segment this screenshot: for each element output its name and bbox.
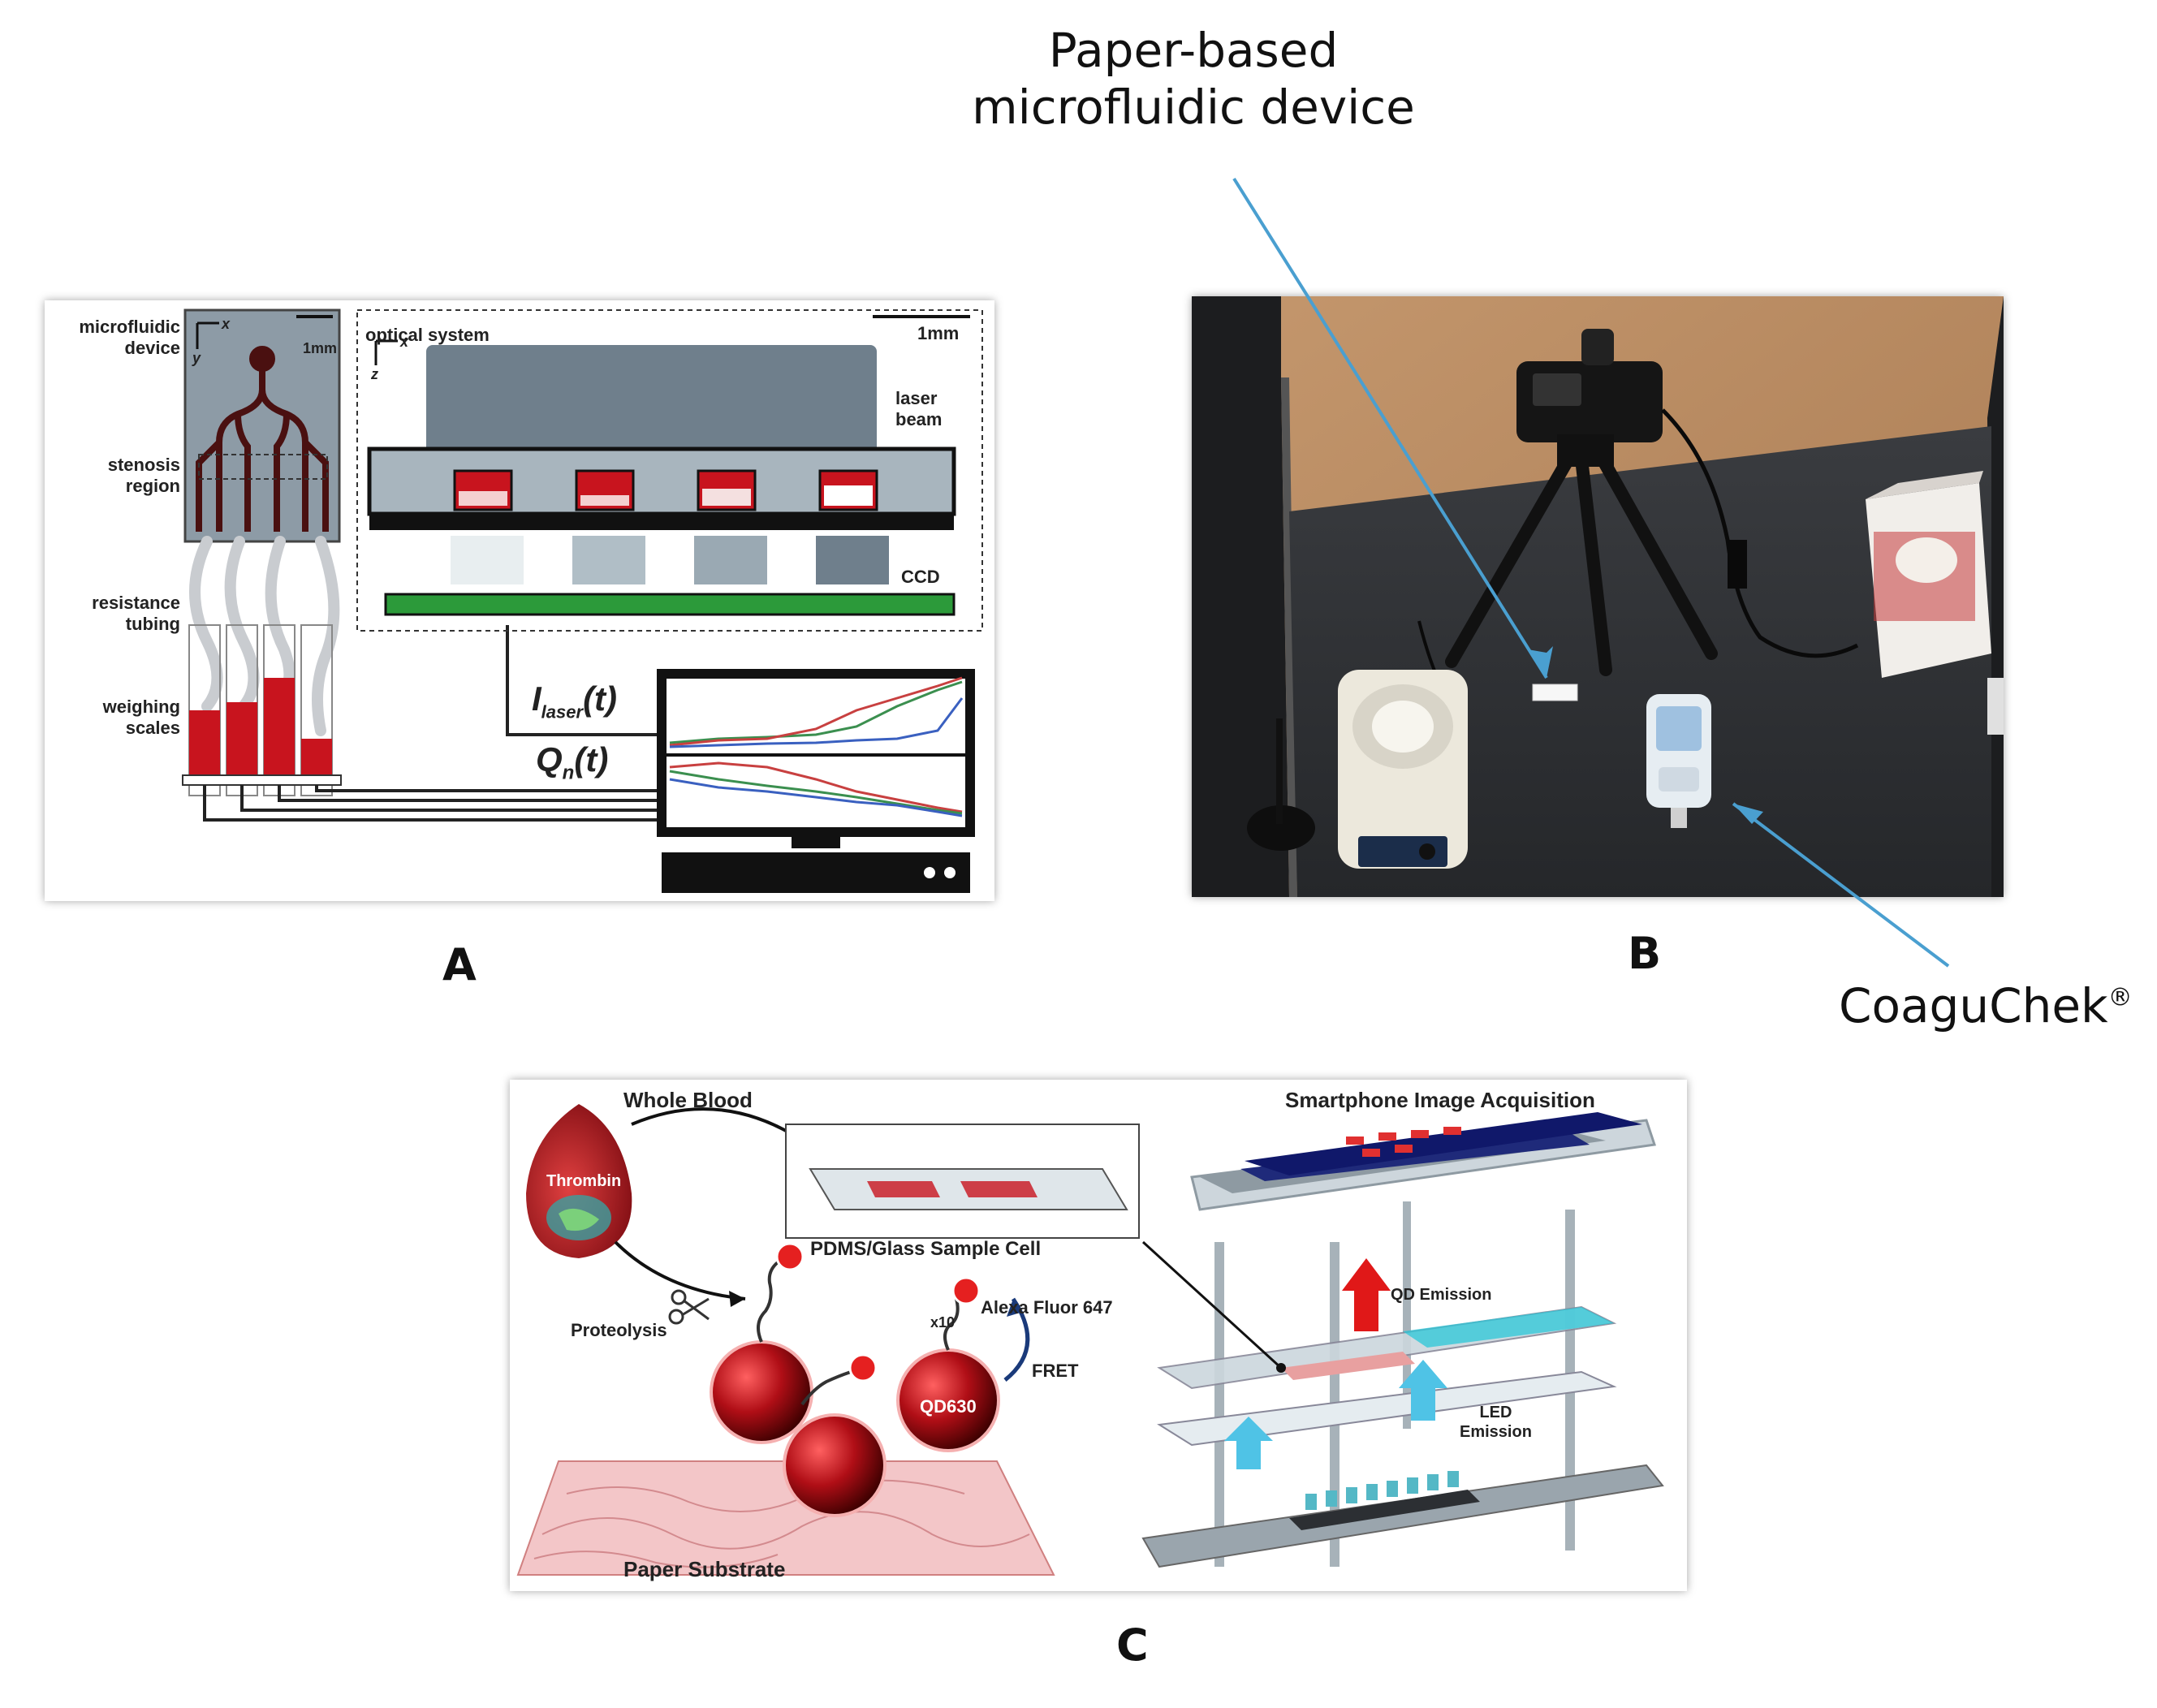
label-stenosis-region: stenosis region: [107, 455, 180, 496]
stenosis-box: [198, 454, 328, 480]
label-whole-blood: Whole Blood: [623, 1088, 753, 1112]
paper-microfluidic-device: [1532, 684, 1578, 701]
qd-emission-arrow: [1342, 1258, 1391, 1331]
label-scale-1mm-right: 1mm: [917, 323, 960, 343]
label-thrombin: Thrombin: [546, 1172, 622, 1190]
lab-setup-photo: [1192, 296, 2004, 897]
panel-letter-b: B: [1628, 928, 1662, 979]
panel-a-figure: microfluidic device stenosis region resi…: [45, 300, 994, 901]
scale-4-fill: [301, 739, 332, 775]
paper-device-callout-line1: Paper-based: [1048, 23, 1339, 78]
label-proteolysis: Proteolysis: [571, 1320, 667, 1340]
label-x10: x10: [930, 1314, 956, 1331]
label-alexa-fluor: Alexa Fluor 647: [981, 1297, 1113, 1318]
mid-plate: [1157, 1370, 1617, 1447]
label-paper-substrate: Paper Substrate: [623, 1557, 786, 1581]
label-q-n: Qn(t): [536, 740, 609, 784]
panel-c-figure: Whole Blood Smartphone Image Acquisition…: [510, 1080, 1687, 1591]
coaguchek-label: CoaguChek: [1839, 978, 2108, 1033]
label-axis-z-optics: z: [371, 366, 378, 382]
label-scale-1mm-left: 1mm: [303, 340, 338, 356]
label-resistance-tubing: resistance tubing: [92, 593, 180, 634]
paper-device-callout: Paper-based microfluidic device: [885, 23, 1502, 136]
label-led-emission: LED Emission: [1460, 1404, 1532, 1441]
panel-letter-c: C: [1116, 1620, 1149, 1671]
label-i-laser: Ilaser(t): [532, 679, 618, 722]
label-weighing-scales: weighing scales: [102, 697, 180, 738]
qd-bead-1: [710, 1340, 813, 1444]
label-laser-beam: laser beam: [895, 388, 943, 429]
qd-bead-2: [783, 1413, 887, 1517]
scale-2-fill: [226, 702, 257, 775]
scale-3-fill: [264, 678, 295, 775]
computer-base: [662, 852, 970, 893]
panel-a-schematic: [182, 308, 983, 893]
label-axis-y-chip: y: [192, 350, 201, 366]
label-optical-system: optical system: [365, 325, 490, 345]
coaguchek-callout: CoaguChek®: [1839, 978, 2133, 1035]
paper-device-callout-line2: microfluidic device: [972, 79, 1415, 135]
paper-substrate: [516, 1460, 1055, 1576]
label-axis-x-optics: x: [400, 334, 409, 350]
monitor: [657, 669, 975, 837]
label-smartphone-acquisition: Smartphone Image Acquisition: [1285, 1088, 1595, 1112]
optical-system-box: [356, 309, 983, 632]
label-microfluidic-device: microfluidic device: [79, 317, 180, 358]
registered-mark: ®: [2107, 983, 2133, 1012]
label-ccd: CCD: [901, 567, 940, 587]
laser-beam: [426, 345, 877, 459]
panel-c-schematic: [516, 1104, 1664, 1576]
label-qd630: QD630: [920, 1396, 977, 1417]
led-emission-arrow-2: [1224, 1417, 1273, 1469]
panel-letter-a: A: [442, 939, 477, 990]
base-plate: [1141, 1464, 1664, 1568]
channel-network: [196, 346, 329, 532]
label-axis-x-chip: x: [222, 316, 231, 332]
led-emission-arrow-1: [1399, 1360, 1447, 1421]
ccd-detector: [384, 593, 956, 616]
scale-1-fill: [189, 710, 220, 775]
label-fret: FRET: [1032, 1361, 1079, 1381]
label-pdms-cell: PDMS/Glass Sample Cell: [810, 1238, 1042, 1260]
label-qd-emission: QD Emission: [1391, 1286, 1492, 1304]
panel-b-photo: [1192, 296, 2004, 897]
